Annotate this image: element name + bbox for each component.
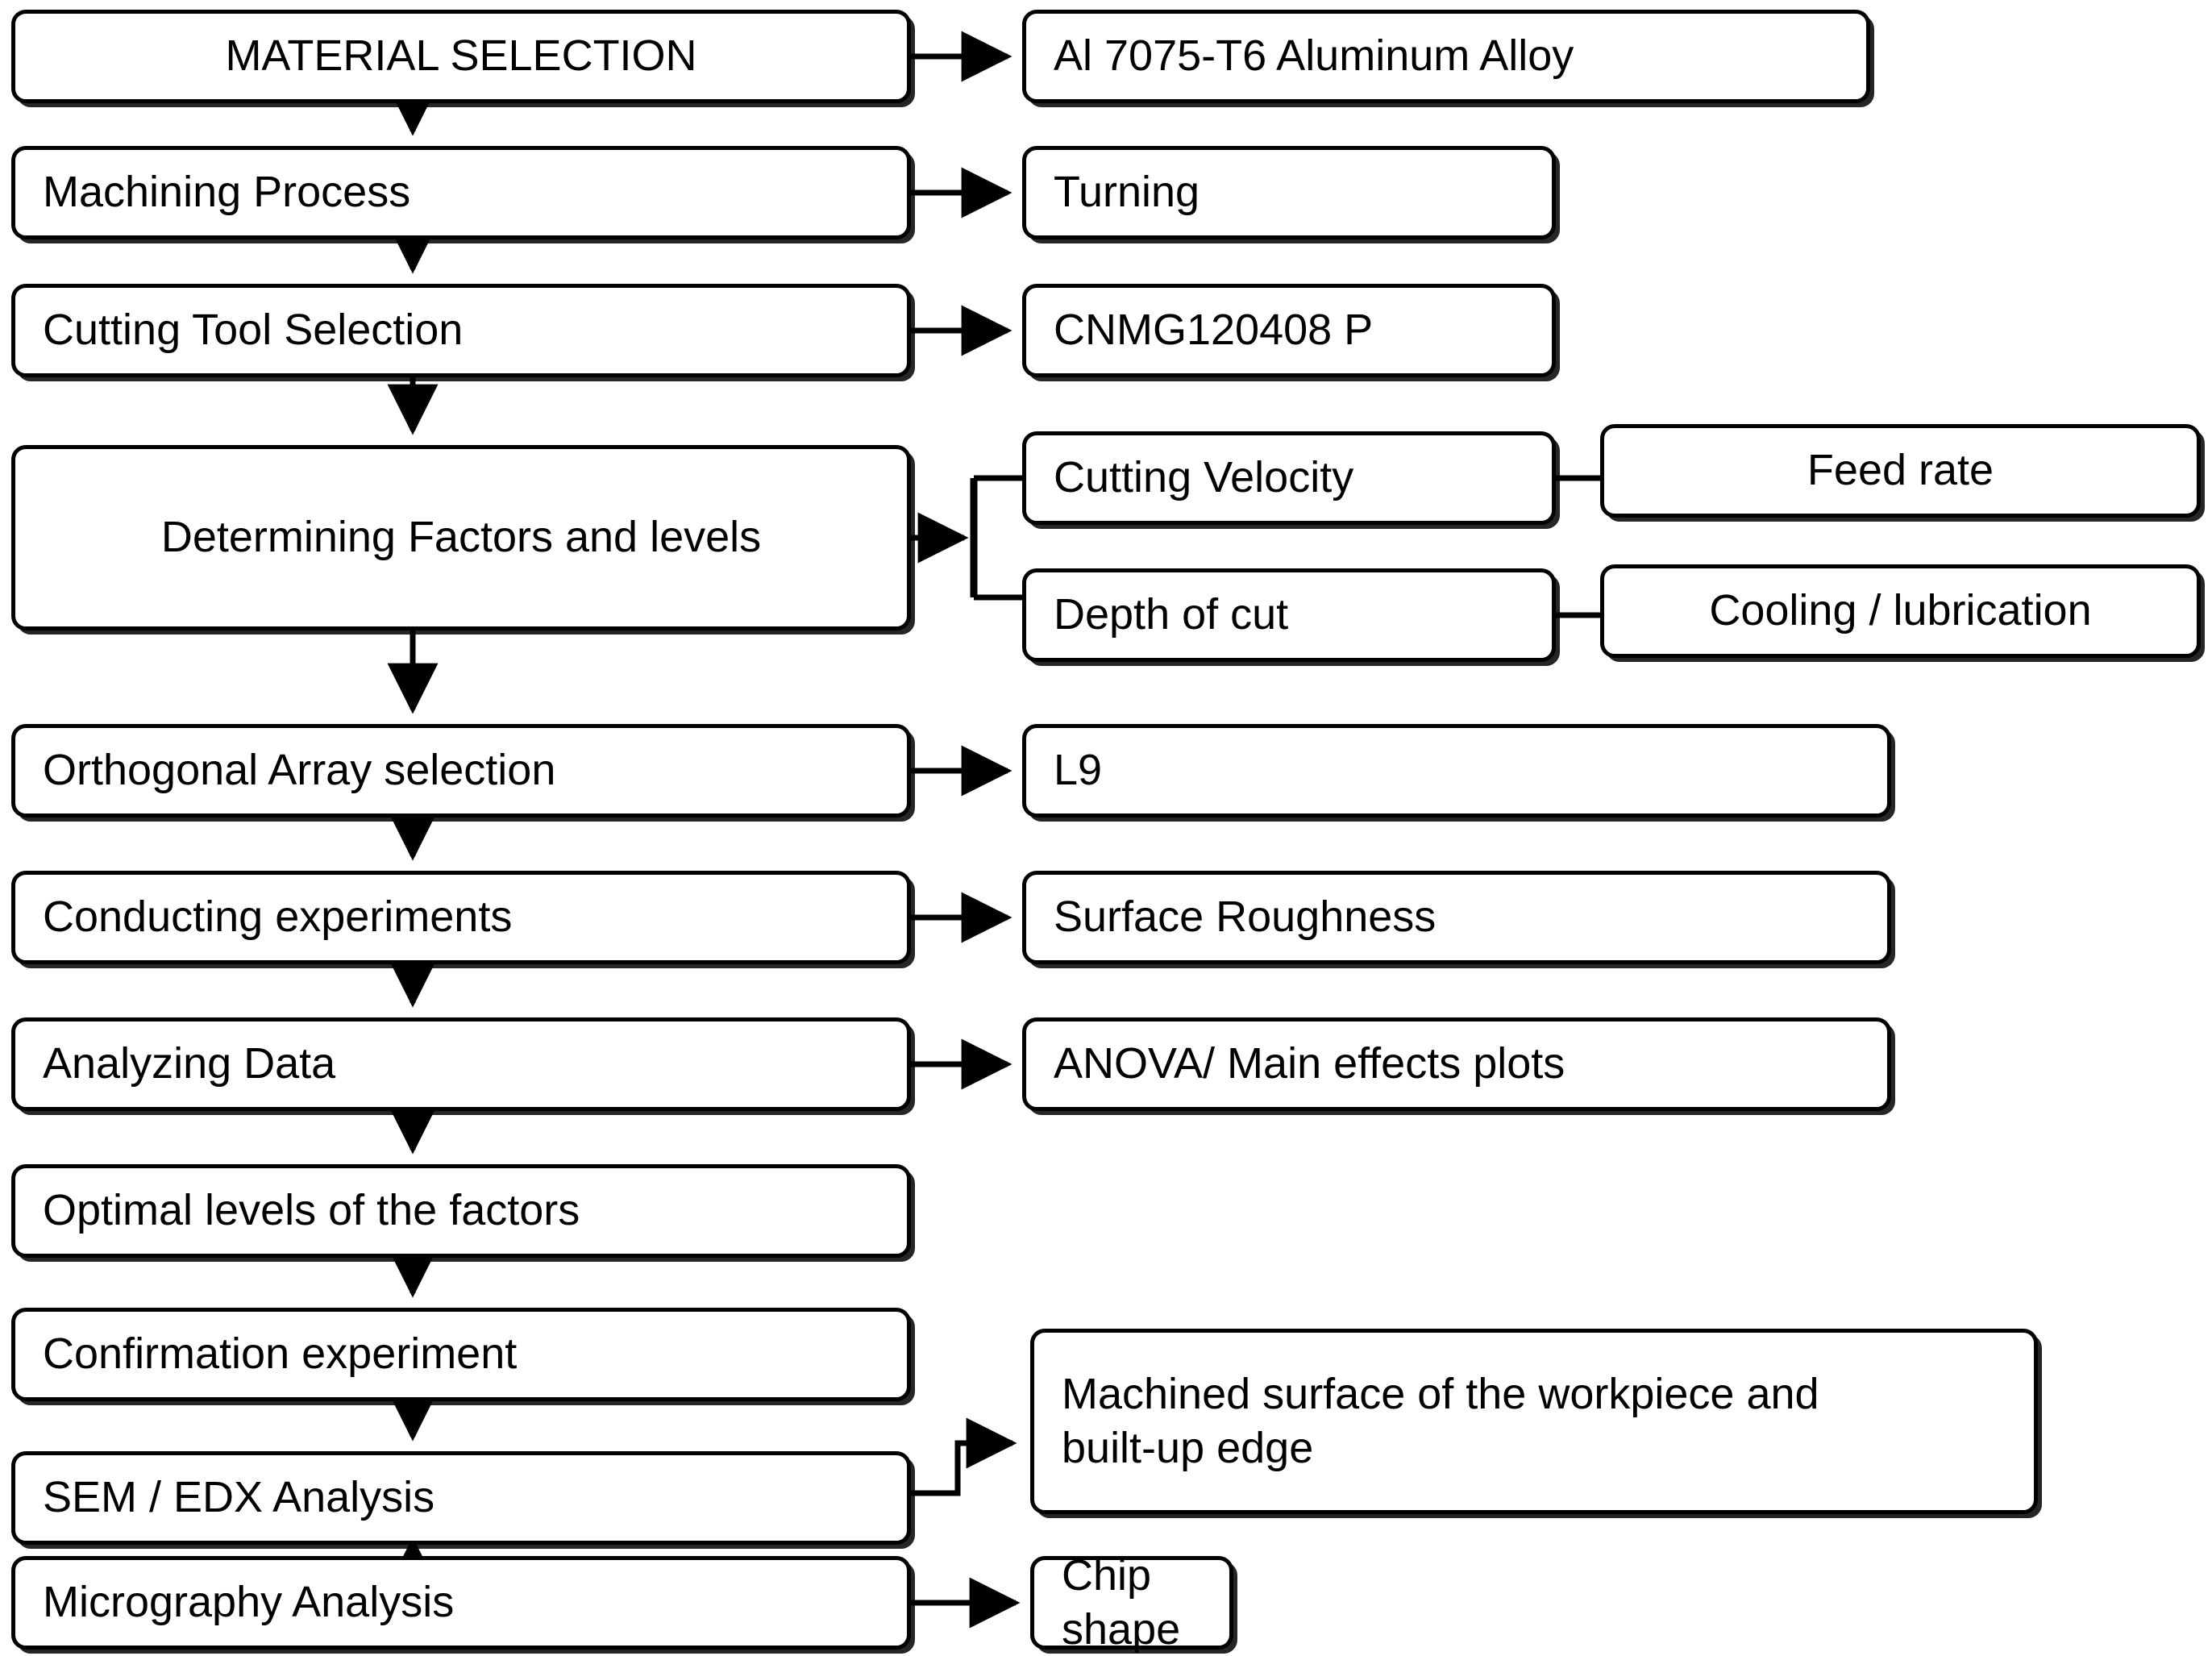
node-label: Confirmation experiment bbox=[43, 1329, 518, 1379]
node-label: SEM / EDX Analysis bbox=[43, 1473, 435, 1522]
node-micrography[interactable]: Micrography Analysis bbox=[11, 1556, 911, 1650]
node-label: Surface Roughness bbox=[1054, 892, 1437, 942]
node-label: Chip shape bbox=[1062, 1550, 1181, 1654]
node-sem-edx[interactable]: SEM / EDX Analysis bbox=[11, 1451, 911, 1545]
node-label: Optimal levels of the factors bbox=[43, 1186, 580, 1235]
node-label: Cutting Tool Selection bbox=[43, 306, 464, 355]
node-analyzing-data[interactable]: Analyzing Data bbox=[11, 1017, 911, 1111]
node-machined-surface[interactable]: Machined surface of the workpiece and bu… bbox=[1030, 1329, 2038, 1514]
node-cutting-tool-selection[interactable]: Cutting Tool Selection bbox=[11, 284, 911, 377]
node-label: MATERIAL SELECTION bbox=[225, 31, 697, 81]
node-label: Cutting Velocity bbox=[1054, 453, 1354, 502]
node-label: Determining Factors and levels bbox=[160, 513, 762, 562]
node-orthogonal-array[interactable]: Orthogonal Array selection bbox=[11, 724, 911, 818]
node-label: Micrography Analysis bbox=[43, 1578, 455, 1627]
node-label: Turning bbox=[1054, 168, 1200, 217]
node-depth-of-cut[interactable]: Depth of cut bbox=[1022, 568, 1556, 662]
node-confirmation-experiment[interactable]: Confirmation experiment bbox=[11, 1308, 911, 1401]
node-cooling-lubrication[interactable]: Cooling / lubrication bbox=[1600, 564, 2201, 658]
node-al-7075[interactable]: Al 7075-T6 Aluminum Alloy bbox=[1022, 10, 1870, 103]
node-label: Analyzing Data bbox=[43, 1039, 336, 1088]
node-feed-rate[interactable]: Feed rate bbox=[1600, 424, 2201, 518]
node-label: Depth of cut bbox=[1054, 590, 1289, 639]
node-label: L9 bbox=[1054, 746, 1103, 795]
node-label: Orthogonal Array selection bbox=[43, 746, 556, 795]
node-optimal-levels[interactable]: Optimal levels of the factors bbox=[11, 1164, 911, 1258]
node-label: Al 7075-T6 Aluminum Alloy bbox=[1054, 31, 1574, 81]
node-label: CNMG120408 P bbox=[1054, 306, 1374, 355]
node-determining-factors[interactable]: Determining Factors and levels bbox=[11, 445, 911, 630]
node-label: Feed rate bbox=[1807, 446, 1994, 495]
node-label: Machined surface of the workpiece and bu… bbox=[1062, 1369, 1819, 1473]
edge-sem-to-machined-surface bbox=[911, 1417, 1017, 1496]
node-turning[interactable]: Turning bbox=[1022, 146, 1556, 239]
node-anova[interactable]: ANOVA/ Main effects plots bbox=[1022, 1017, 1891, 1111]
node-chip-shape[interactable]: Chip shape bbox=[1030, 1551, 1233, 1654]
node-label: Machining Process bbox=[43, 168, 411, 217]
node-l9[interactable]: L9 bbox=[1022, 724, 1891, 818]
node-cnmg[interactable]: CNMG120408 P bbox=[1022, 284, 1556, 377]
node-label: Conducting experiments bbox=[43, 892, 513, 942]
node-material-selection[interactable]: MATERIAL SELECTION bbox=[11, 10, 911, 103]
node-label: ANOVA/ Main effects plots bbox=[1054, 1039, 1565, 1088]
node-surface-roughness[interactable]: Surface Roughness bbox=[1022, 871, 1891, 964]
node-machining-process[interactable]: Machining Process bbox=[11, 146, 911, 239]
node-conducting-experiments[interactable]: Conducting experiments bbox=[11, 871, 911, 964]
node-label: Cooling / lubrication bbox=[1709, 586, 2092, 635]
node-cutting-velocity[interactable]: Cutting Velocity bbox=[1022, 431, 1556, 525]
